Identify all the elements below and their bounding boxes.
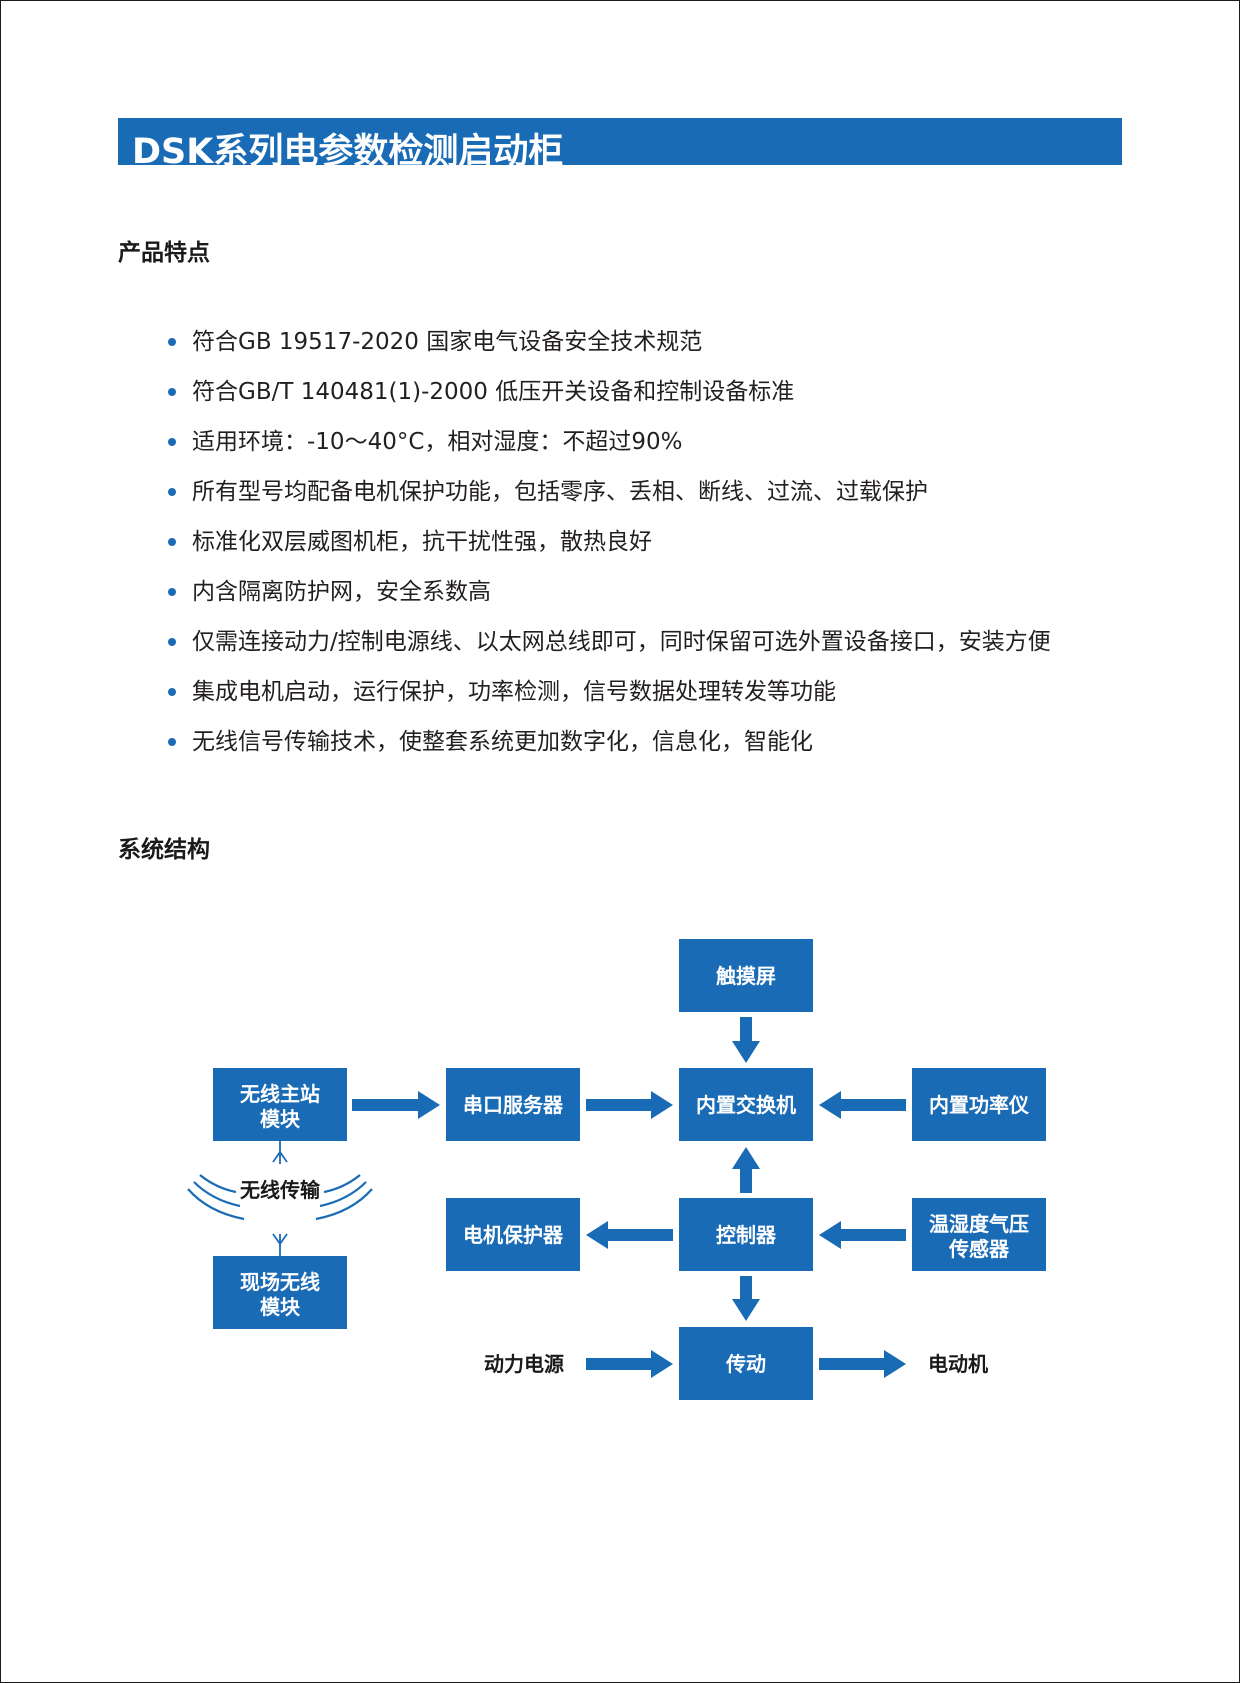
drive-box: 传动	[679, 1327, 813, 1400]
list-item: 标准化双层威图机柜，抗干扰性强，散热良好	[164, 522, 1051, 572]
list-item: 内含隔离防护网，安全系数高	[164, 572, 1051, 622]
builtin-switch-label: 内置交换机	[696, 1093, 796, 1117]
sensor-label-1: 温湿度气压	[929, 1212, 1029, 1236]
list-item: 所有型号均配备电机保护功能，包括零序、丢相、断线、过流、过载保护	[164, 472, 1051, 522]
features-heading: 产品特点	[118, 240, 210, 266]
antenna-icon	[272, 1141, 288, 1164]
arrow-up-icon	[732, 1147, 760, 1193]
builtin-power-meter-label: 内置功率仪	[929, 1093, 1030, 1117]
touchscreen-label: 触摸屏	[716, 964, 776, 988]
field-wireless-label-2: 模块	[260, 1295, 301, 1319]
bullet-icon	[168, 438, 176, 446]
structure-heading: 系统结构	[118, 837, 210, 863]
bullet-icon	[168, 588, 176, 596]
motor-protector-box: 电机保护器	[446, 1198, 580, 1271]
controller-label: 控制器	[716, 1223, 777, 1247]
page-title: DSK系列电参数检测启动柜	[132, 132, 564, 172]
arrow-down-icon	[732, 1017, 760, 1063]
wireless-transmission-label: 无线传输	[240, 1178, 321, 1202]
bullet-icon	[168, 488, 176, 496]
arrow-right-icon	[819, 1350, 906, 1378]
list-item: 符合GB/T 140481(1)-2000 低压开关设备和控制设备标准	[164, 372, 1051, 422]
feature-text: 仅需连接动力/控制电源线、以太网总线即可，同时保留可选外置设备接口，安装方便	[192, 629, 1051, 655]
builtin-power-meter-box: 内置功率仪	[912, 1068, 1046, 1141]
list-item: 仅需连接动力/控制电源线、以太网总线即可，同时保留可选外置设备接口，安装方便	[164, 622, 1051, 672]
antenna-icon	[272, 1233, 288, 1256]
bullet-icon	[168, 638, 176, 646]
bullet-icon	[168, 738, 176, 746]
drive-label: 传动	[725, 1352, 766, 1376]
bullet-icon	[168, 338, 176, 346]
wireless-master-label-2: 模块	[260, 1107, 301, 1131]
wireless-master-box: 无线主站 模块	[213, 1068, 347, 1141]
arrow-left-icon	[819, 1221, 906, 1249]
wireless-signal-icon	[187, 1174, 373, 1221]
arrow-left-icon	[586, 1221, 673, 1249]
serial-server-box: 串口服务器	[446, 1068, 580, 1141]
builtin-switch-box: 内置交换机	[679, 1068, 813, 1141]
sensor-label-2: 传感器	[948, 1237, 1010, 1261]
serial-server-label: 串口服务器	[463, 1093, 564, 1117]
arrow-right-icon	[586, 1091, 673, 1119]
arrow-down-icon	[732, 1276, 760, 1321]
feature-text: 符合GB 19517-2020 国家电气设备安全技术规范	[192, 329, 703, 355]
arrow-left-icon	[819, 1091, 906, 1119]
feature-text: 标准化双层威图机柜，抗干扰性强，散热良好	[192, 529, 652, 555]
feature-text: 适用环境：-10～40°C，相对湿度：不超过90%	[192, 429, 683, 455]
sensor-box: 温湿度气压 传感器	[912, 1198, 1046, 1271]
controller-box: 控制器	[679, 1198, 813, 1271]
motor-protector-label: 电机保护器	[463, 1223, 564, 1247]
touchscreen-box: 触摸屏	[679, 939, 813, 1012]
list-item: 符合GB 19517-2020 国家电气设备安全技术规范	[164, 322, 1051, 372]
bullet-icon	[168, 538, 176, 546]
wireless-master-label-1: 无线主站	[240, 1082, 320, 1106]
feature-text: 集成电机启动，运行保护，功率检测，信号数据处理转发等功能	[192, 679, 836, 705]
arrow-right-icon	[352, 1091, 440, 1119]
feature-text: 无线信号传输技术，使整套系统更加数字化，信息化，智能化	[192, 729, 813, 755]
field-wireless-label-1: 现场无线	[240, 1270, 320, 1294]
feature-text: 所有型号均配备电机保护功能，包括零序、丢相、断线、过流、过载保护	[192, 479, 928, 505]
feature-text: 内含隔离防护网，安全系数高	[192, 579, 491, 605]
feature-text: 符合GB/T 140481(1)-2000 低压开关设备和控制设备标准	[192, 379, 795, 405]
field-wireless-box: 现场无线 模块	[213, 1256, 347, 1329]
title-bar: DSK系列电参数检测启动柜	[118, 118, 1122, 172]
power-supply-label: 动力电源	[484, 1352, 564, 1376]
list-item: 适用环境：-10～40°C，相对湿度：不超过90%	[164, 422, 1051, 472]
list-item: 无线信号传输技术，使整套系统更加数字化，信息化，智能化	[164, 722, 1051, 772]
bullet-icon	[168, 688, 176, 696]
bullet-icon	[168, 388, 176, 396]
motor-label: 电动机	[928, 1352, 988, 1376]
arrow-right-icon	[586, 1350, 673, 1378]
list-item: 集成电机启动，运行保护，功率检测，信号数据处理转发等功能	[164, 672, 1051, 722]
feature-list: 符合GB 19517-2020 国家电气设备安全技术规范 符合GB/T 1404…	[164, 322, 1051, 772]
